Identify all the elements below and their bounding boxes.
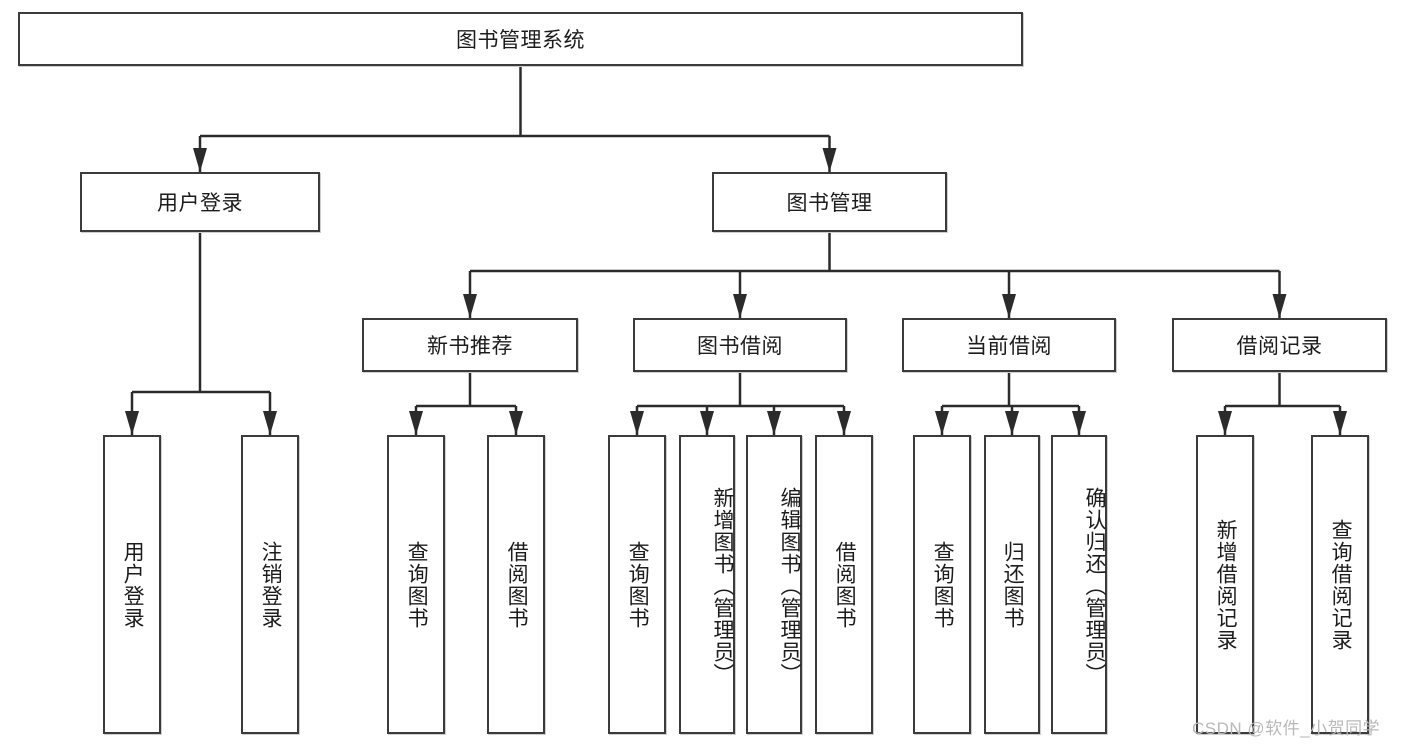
node-label-book-management: 图书管理 (786, 192, 873, 215)
node-box-leaf-return-book[interactable]: 归还图书 (984, 435, 1040, 734)
node-label-user-login: 用户登录 (157, 192, 243, 215)
node-label-leaf-add-book: 新增图书（管理员） (711, 487, 734, 685)
node-label-borrow-record: 借阅记录 (1236, 335, 1323, 358)
node-label-leaf-user-login: 用户登录 (121, 540, 145, 629)
node-box-leaf-user-logout[interactable]: 注销登录 (241, 435, 299, 734)
node-box-leaf-query-book-rec[interactable]: 查询图书 (387, 435, 445, 734)
node-box-leaf-query-book-borrow[interactable]: 查询图书 (608, 435, 666, 734)
arrowhead-leaf-query-book-current (935, 411, 949, 435)
node-label-book-borrow: 图书借阅 (697, 335, 783, 358)
node-label-leaf-confirm-return: 确认归还（管理员） (1083, 487, 1106, 685)
arrowhead-book-borrow (733, 294, 747, 318)
watermark-label: CSDN @软件_小贺同学 (1192, 719, 1381, 738)
node-box-leaf-query-borrow-record[interactable]: 查询借阅记录 (1311, 435, 1369, 734)
arrowhead-leaf-add-borrow-record (1218, 411, 1232, 435)
node-label-leaf-query-book-borrow: 查询图书 (626, 540, 650, 629)
node-label-leaf-edit-book: 编辑图书（管理员） (778, 487, 801, 685)
arrowhead-current-borrow (1002, 294, 1016, 318)
node-box-borrow-record[interactable]: 借阅记录 (1172, 318, 1387, 372)
arrowhead-leaf-confirm-return (1072, 411, 1086, 435)
node-box-leaf-borrow-book-rec[interactable]: 借阅图书 (487, 435, 545, 734)
arrowhead-user-login (193, 148, 207, 172)
arrowhead-leaf-query-book-rec (409, 411, 423, 435)
node-label-leaf-add-borrow-record: 新增借阅记录 (1214, 518, 1238, 651)
arrowhead-book-management (822, 148, 837, 172)
arrowhead-borrow-record (1272, 294, 1287, 318)
node-box-leaf-confirm-return[interactable]: 确认归还（管理员） (1051, 435, 1107, 734)
node-label-leaf-query-book-current: 查询图书 (931, 540, 955, 629)
node-label-leaf-borrow-book: 借阅图书 (833, 540, 857, 629)
node-label-root: 图书管理系统 (456, 29, 585, 52)
node-label-current-borrow: 当前借阅 (966, 335, 1052, 358)
node-box-leaf-add-borrow-record[interactable]: 新增借阅记录 (1196, 435, 1254, 734)
arrowhead-leaf-borrow-book-rec (509, 411, 523, 435)
node-box-root[interactable]: 图书管理系统 (18, 12, 1023, 66)
node-box-user-login[interactable]: 用户登录 (80, 172, 320, 232)
arrowhead-new-book-recommend (463, 294, 477, 318)
node-label-leaf-borrow-book-rec: 借阅图书 (505, 540, 529, 629)
node-box-book-borrow[interactable]: 图书借阅 (633, 318, 847, 372)
node-box-leaf-edit-book[interactable]: 编辑图书（管理员） (746, 435, 802, 734)
node-box-leaf-add-book[interactable]: 新增图书（管理员） (679, 435, 735, 734)
arrowhead-leaf-query-book-borrow (630, 411, 644, 435)
arrowhead-leaf-add-book (700, 411, 714, 435)
node-box-leaf-borrow-book[interactable]: 借阅图书 (815, 435, 873, 734)
node-box-new-book-recommend[interactable]: 新书推荐 (362, 318, 578, 372)
arrowhead-leaf-edit-book (767, 411, 781, 435)
node-label-new-book-recommend: 新书推荐 (427, 335, 513, 358)
node-box-current-borrow[interactable]: 当前借阅 (902, 318, 1116, 372)
node-label-leaf-query-book-rec: 查询图书 (405, 540, 429, 629)
arrowhead-leaf-user-logout (263, 411, 277, 435)
arrowhead-leaf-query-borrow-record (1333, 411, 1347, 435)
node-box-leaf-query-book-current[interactable]: 查询图书 (913, 435, 971, 734)
node-label-leaf-query-borrow-record: 查询借阅记录 (1329, 518, 1353, 651)
node-label-leaf-user-logout: 注销登录 (259, 540, 283, 629)
node-box-leaf-user-login[interactable]: 用户登录 (103, 435, 161, 734)
arrowhead-leaf-user-login (125, 411, 139, 435)
node-label-leaf-return-book: 归还图书 (1001, 540, 1025, 629)
arrowhead-leaf-return-book (1005, 411, 1019, 435)
node-box-book-management[interactable]: 图书管理 (712, 172, 947, 232)
arrowhead-leaf-borrow-book (837, 411, 851, 435)
